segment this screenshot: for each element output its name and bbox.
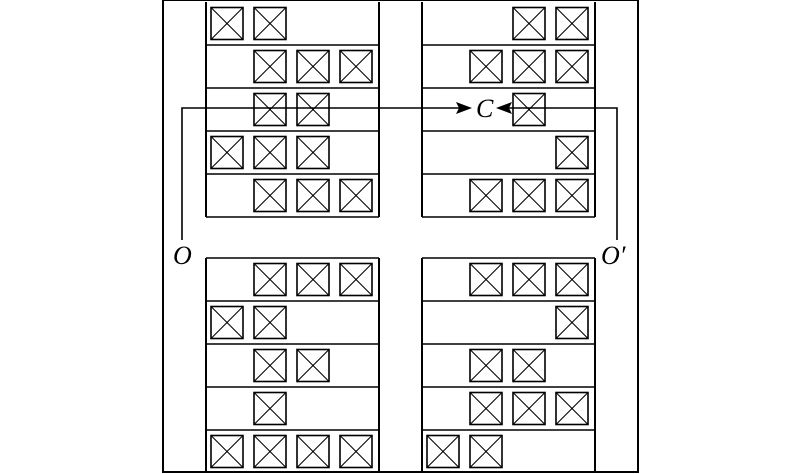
crossed-box-icon: [512, 49, 546, 84]
crossed-box-icon: [512, 262, 546, 297]
crossed-box-icon: [296, 178, 330, 213]
path-left: [181, 107, 462, 240]
crossed-box-icon: [253, 391, 287, 426]
crossed-box-icon: [512, 178, 546, 213]
crossed-box-icon: [339, 178, 373, 213]
crossed-box-icon: [469, 49, 503, 84]
crossed-box-icon: [296, 262, 330, 297]
crossed-box-icon: [555, 6, 589, 41]
outer-boundary: [162, 0, 639, 473]
crossed-box-icon: [555, 391, 589, 426]
crossed-box-icon: [469, 262, 503, 297]
crossed-box-icon: [296, 348, 330, 383]
crossed-box-icon: [469, 434, 503, 469]
point-o-label: O: [173, 241, 192, 270]
crossed-box-icon: [253, 434, 287, 469]
crossed-box-icon: [253, 92, 287, 127]
crossed-box-icon: [512, 92, 546, 127]
crossed-box-icon: [296, 135, 330, 170]
crossed-box-icon: [512, 348, 546, 383]
crossed-box-icon: [555, 178, 589, 213]
crossed-box-icon: [253, 6, 287, 41]
crossed-box-icon: [296, 92, 330, 127]
path-right: [506, 107, 618, 240]
crossed-box-icon: [210, 6, 244, 41]
crossed-box-icon: [210, 305, 244, 340]
point-c-label: C: [476, 94, 494, 123]
crossed-box-icon: [555, 305, 589, 340]
crossed-box-icon: [253, 305, 287, 340]
crossed-box-icon: [469, 391, 503, 426]
block-top-left: [205, 2, 380, 218]
crossed-box-icon: [512, 391, 546, 426]
point-o-prime-label: O′: [601, 241, 626, 270]
crossed-box-icon: [210, 434, 244, 469]
crossed-box-icon: [253, 178, 287, 213]
crossed-box-icon: [339, 434, 373, 469]
crossed-box-icon: [555, 135, 589, 170]
block-top-right: [421, 2, 596, 218]
crossed-box-icon: [469, 348, 503, 383]
crossed-box-icon: [555, 262, 589, 297]
crossed-box-icon: [555, 49, 589, 84]
arrowhead-icon: [496, 102, 512, 114]
crossed-box-icon: [339, 262, 373, 297]
crossed-box-icon: [426, 434, 460, 469]
crossed-box-icon: [469, 178, 503, 213]
crossed-box-icon: [253, 49, 287, 84]
block-bottom-left: [205, 257, 380, 473]
crossed-box-icon: [296, 434, 330, 469]
crossed-box-icon: [253, 348, 287, 383]
crossed-box-icon: [512, 6, 546, 41]
crossed-box-icon: [296, 49, 330, 84]
crossed-box-icon: [253, 135, 287, 170]
arrowhead-icon: [456, 102, 472, 114]
parking-blocks: [205, 2, 596, 473]
crossed-box-icon: [253, 262, 287, 297]
block-bottom-right: [421, 257, 596, 473]
crossed-box-icon: [339, 49, 373, 84]
crossed-box-icon: [210, 135, 244, 170]
